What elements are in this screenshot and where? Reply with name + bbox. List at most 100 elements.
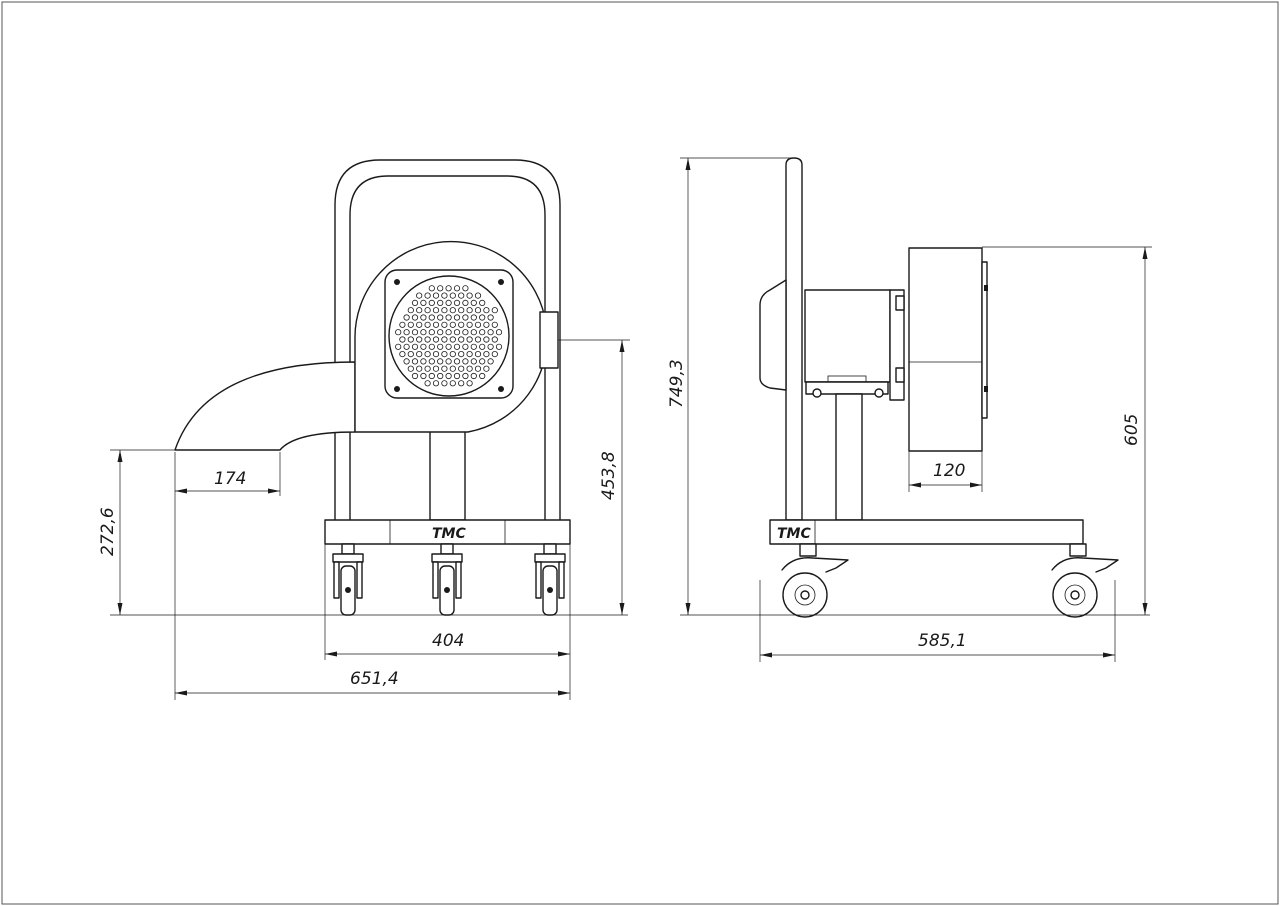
grille-hole [458, 365, 465, 372]
grille-hole [470, 372, 477, 380]
grille-hole [437, 372, 444, 380]
grille-hole [458, 336, 465, 343]
side-inlet-cone [759, 279, 787, 391]
grille-hole [416, 336, 423, 343]
grille-hole [453, 358, 461, 365]
grille-hole [416, 365, 423, 372]
grille-hole [453, 329, 461, 336]
grille-hole [491, 336, 498, 343]
grille-hole [449, 321, 456, 328]
grille-hole [474, 321, 482, 328]
grille-hole [487, 329, 494, 336]
grille-hole [437, 343, 444, 350]
grille-hole [491, 307, 498, 314]
grille-hole [411, 314, 419, 321]
grille-hole [470, 329, 477, 336]
front-brand-label: TMC [432, 526, 466, 542]
grille-hole [474, 292, 482, 299]
grille-hole [462, 343, 469, 350]
grille-hole [437, 314, 444, 321]
side-caster [1051, 543, 1119, 618]
dim-base-width: 404 [432, 631, 464, 651]
dim-outlet-width: 174 [214, 469, 246, 489]
dim-arrow [117, 603, 123, 615]
mount-bolt [874, 388, 884, 398]
grille-hole [449, 380, 456, 387]
grille-hole [428, 314, 435, 321]
dim-arrow [175, 690, 187, 696]
grille-hole [428, 329, 435, 336]
grille-hole [420, 358, 427, 365]
grille-hole [458, 380, 465, 387]
grille-hole [445, 343, 452, 350]
side-handle-tube [785, 157, 803, 521]
grille-hole [495, 329, 503, 336]
grille-hole [474, 350, 482, 358]
grille-hole [479, 329, 486, 336]
grille-hole [416, 307, 423, 314]
grille-hole [466, 350, 473, 358]
grille-hole [420, 314, 427, 321]
front-casters [332, 543, 566, 616]
grille-hole [407, 365, 414, 372]
grille-hole [441, 336, 448, 343]
grille-hole [466, 321, 473, 328]
grille-hole [449, 336, 456, 343]
grille-hole [403, 343, 410, 350]
grille-hole [474, 307, 482, 314]
grille-hole [416, 350, 423, 358]
grille-hole [466, 365, 473, 372]
grille-hole [432, 380, 440, 387]
grille-hole [462, 329, 469, 336]
grille-hole [491, 321, 498, 328]
grille-hole [449, 292, 456, 299]
grille-hole [479, 299, 486, 306]
grille-bolt [394, 386, 400, 392]
grille-hole [453, 285, 461, 292]
dim-motor-height: 605 [1122, 414, 1142, 446]
dim-arrow [970, 482, 982, 488]
front-inlet-flange [539, 311, 559, 369]
grille-hole [424, 350, 431, 358]
grille-hole [411, 358, 419, 365]
grille-hole [483, 365, 490, 372]
grille-hole [420, 329, 427, 336]
grille-hole [428, 285, 435, 292]
dim-overall-depth-side: 585,1 [918, 631, 967, 651]
mount-bolt [812, 388, 822, 398]
grille-hole [424, 365, 431, 372]
side-motor-body [908, 247, 983, 452]
grille-hole [432, 307, 440, 314]
grille-hole [432, 365, 440, 372]
grille-hole [428, 358, 435, 365]
grille-hole [407, 307, 414, 314]
grille-hole [479, 358, 486, 365]
front-handle-outer [334, 159, 561, 521]
grille-hole [411, 343, 419, 350]
grille-hole [420, 372, 427, 380]
grille-hole [483, 350, 490, 358]
grille-hole [470, 343, 477, 350]
grille-hole [479, 314, 486, 321]
grille-hole [483, 336, 490, 343]
dim-arrow [117, 450, 123, 462]
grille-hole [437, 329, 444, 336]
grille-hole [411, 299, 419, 306]
side-view: TMC [759, 157, 1119, 618]
dim-arrow [619, 603, 625, 615]
grille-hole [441, 380, 448, 387]
grille-hole [483, 321, 490, 328]
grille-hole [445, 285, 452, 292]
grille-hole [462, 285, 469, 292]
grille-hole [416, 292, 423, 299]
grille-hole [403, 358, 410, 365]
grille-hole [474, 336, 482, 343]
side-support-post [835, 393, 863, 521]
grille-hole [449, 350, 456, 358]
grille-hole [479, 343, 486, 350]
grille-hole [428, 299, 435, 306]
dim-outlet-height: 272,6 [98, 507, 118, 556]
front-grille-holes [395, 285, 503, 387]
dim-arrow [619, 340, 625, 352]
